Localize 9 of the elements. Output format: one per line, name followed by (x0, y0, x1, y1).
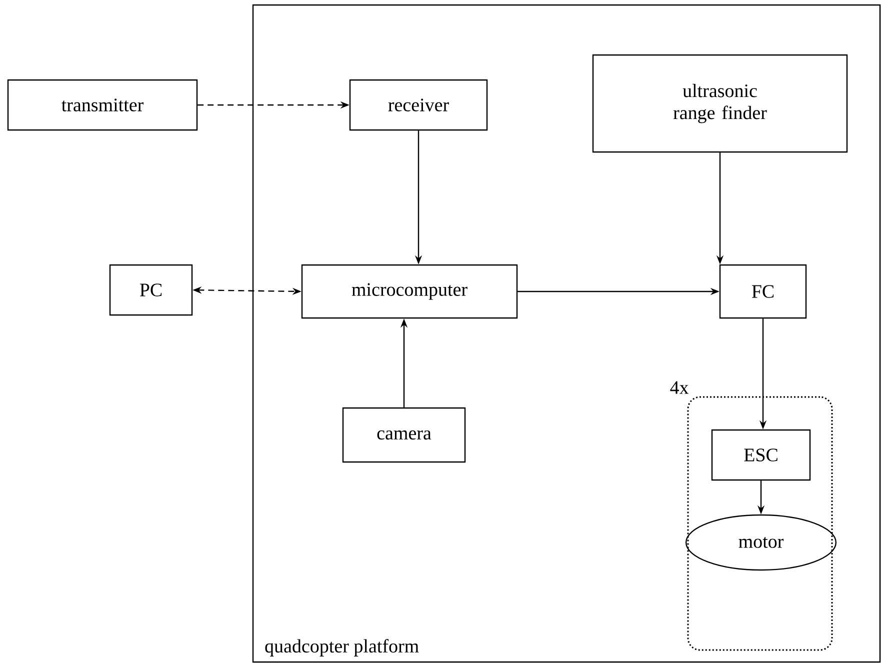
block-box: receiver (349, 79, 488, 131)
block-box: ultrasonic range finder (592, 54, 848, 153)
block-box: PC (109, 264, 193, 316)
block-box: transmitter (7, 79, 198, 131)
block-box: microcomputer (301, 264, 518, 319)
block-box: camera (342, 407, 466, 463)
block-box: ESC (711, 429, 811, 481)
block-box: FC (719, 264, 807, 319)
node-label: 4x (670, 381, 689, 394)
